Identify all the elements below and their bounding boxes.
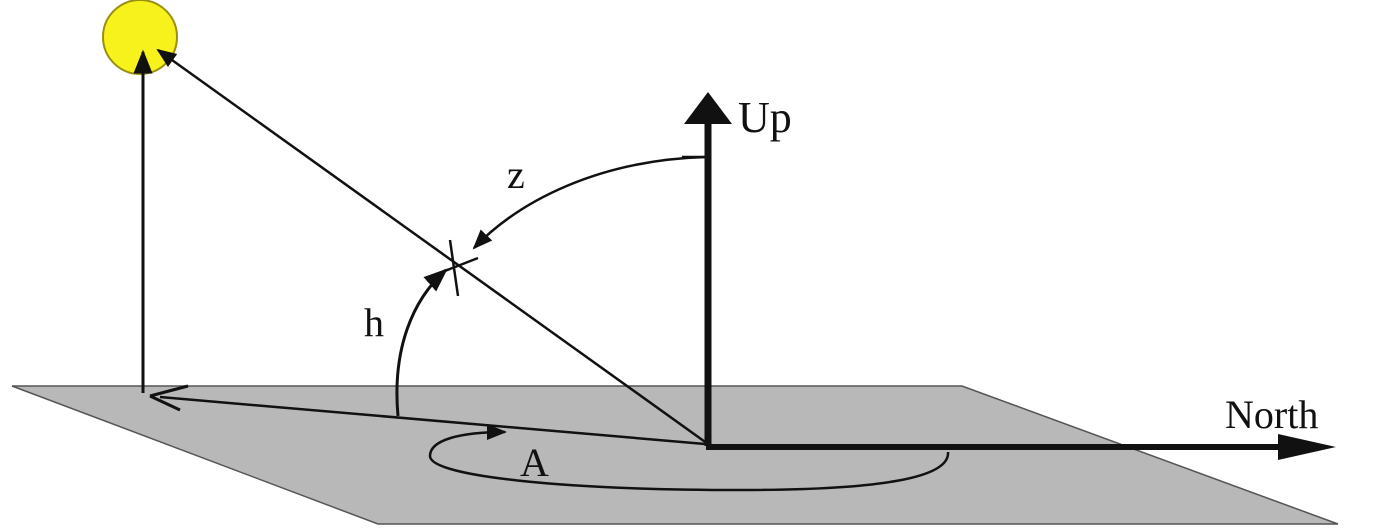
label-altitude: h [364, 300, 384, 345]
azimuth-arc [428, 424, 950, 492]
label-north: North [1225, 392, 1318, 437]
ground-projection-arrowhead [149, 384, 189, 412]
label-azimuth: A [520, 440, 549, 485]
zenith-angle-arc [472, 155, 707, 250]
ground-plane [11, 385, 1339, 525]
label-up: Up [738, 93, 792, 142]
label-zenith-angle: z [507, 152, 525, 197]
up-axis-arrowhead [684, 92, 732, 124]
intersection-marks [431, 239, 479, 297]
line-of-sight [156, 48, 709, 446]
sun-icon [102, 0, 178, 75]
altitude-arc [395, 268, 448, 417]
north-axis-arrowhead [1278, 434, 1336, 460]
ground-projection-line [159, 395, 706, 446]
